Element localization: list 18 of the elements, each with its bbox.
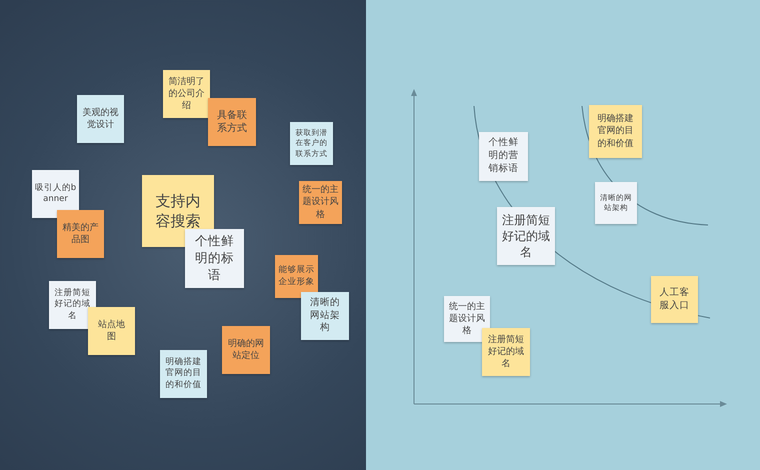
- sticky-note: 注册简短好记的域名: [497, 207, 555, 265]
- sticky-note: 简洁明了的公司介绍: [163, 70, 210, 118]
- sticky-note: 统一的主题设计风格: [299, 181, 342, 224]
- sticky-note: 注册简短好记的域名: [49, 281, 96, 329]
- sticky-note: 个性鲜明的营销标语: [479, 132, 528, 181]
- sticky-note: 美观的视觉设计: [77, 95, 124, 143]
- sticky-note: 明确搭建官网的目的和价值: [160, 350, 207, 398]
- sticky-note: 注册简短好记的域名: [482, 328, 530, 376]
- sticky-note: 明确的网站定位: [222, 326, 270, 374]
- sticky-note: 精美的产品图: [57, 210, 104, 258]
- sticky-note: 能够展示企业形象: [275, 255, 318, 298]
- sticky-note: 个性鲜明的标语: [185, 229, 244, 288]
- sticky-note: 人工客服入口: [651, 276, 698, 323]
- sticky-note: 明确搭建官网的目的和价值: [589, 105, 642, 158]
- sticky-note: 具备联系方式: [208, 98, 256, 146]
- sticky-note: 清晰的网站架构: [301, 292, 349, 340]
- sticky-note: 吸引人的banner: [32, 170, 79, 218]
- sticky-note: 站点地图: [88, 307, 135, 355]
